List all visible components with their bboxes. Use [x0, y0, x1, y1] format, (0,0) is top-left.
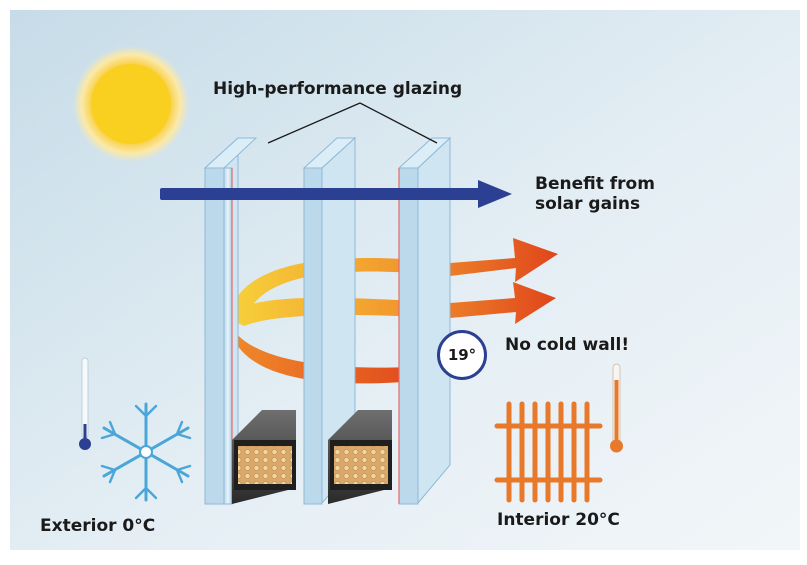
radiator-icon	[494, 401, 603, 503]
glass-pane-2	[302, 136, 357, 505]
solar-gains-label: Benefit from solar gains	[535, 174, 655, 214]
wall-temperature-badge: 19°	[437, 330, 487, 380]
glazing-label: High-performance glazing	[213, 79, 463, 99]
snowflake-icon	[100, 402, 192, 502]
cold-thermometer-icon	[79, 357, 91, 450]
heat-arrow-lower	[228, 318, 430, 384]
solar-gains-label-line2: solar gains	[535, 193, 641, 214]
solar-gain-arrow	[160, 180, 512, 208]
no-cold-wall-label: No cold wall!	[505, 335, 630, 355]
sun-icon	[73, 46, 189, 162]
interior-temperature-label: Interior 20°C	[497, 510, 620, 530]
glazing-pointer-lines	[267, 102, 438, 144]
spacer-bar-1	[232, 410, 296, 504]
exterior-temperature-label: Exterior 0°C	[40, 516, 156, 536]
spacer-bar-2	[328, 410, 392, 504]
heat-arrow-upper	[228, 238, 558, 318]
glass-pane-3	[397, 136, 452, 505]
warm-thermometer-icon	[610, 363, 623, 453]
solar-gains-label-line1: Benefit from	[535, 174, 655, 194]
